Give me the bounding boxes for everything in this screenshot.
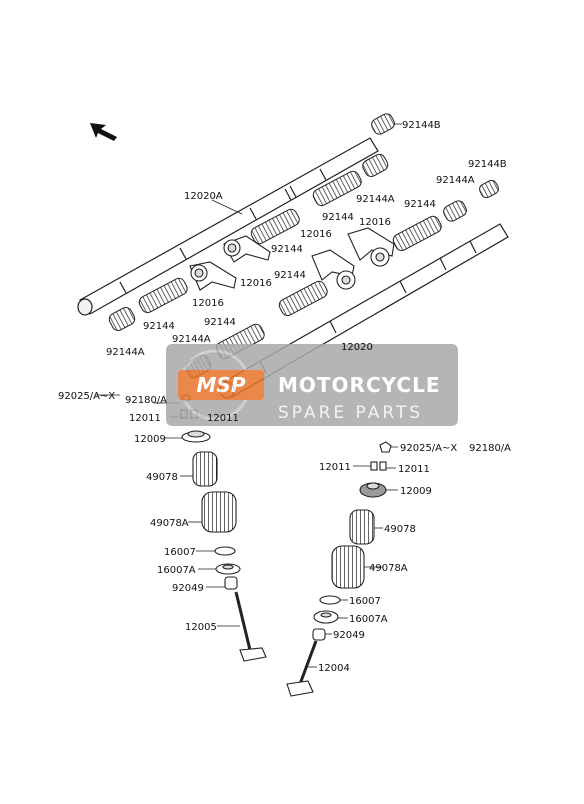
label-92025-left: 92025/A~X bbox=[58, 391, 115, 402]
valve-assembly-right bbox=[286, 441, 392, 697]
valve-12004 bbox=[286, 680, 314, 697]
label-92144b-top: 92144B bbox=[402, 120, 441, 131]
label-12016-d: 12016 bbox=[300, 229, 332, 240]
label-49078-right: 49078 bbox=[384, 524, 416, 535]
label-92144-center: 92144 bbox=[271, 244, 303, 255]
seat-16007-left bbox=[214, 546, 236, 556]
label-92180a-right: 92180/A bbox=[469, 443, 511, 454]
label-92144b-right: 92144B bbox=[468, 159, 507, 170]
label-16007-right: 16007 bbox=[349, 596, 381, 607]
inner-spring-49078-right bbox=[349, 509, 375, 545]
label-12011-left-b: 12011 bbox=[207, 413, 239, 424]
label-92025-right: 92025/A~X bbox=[400, 443, 457, 454]
rocker-arm-12016-a bbox=[223, 235, 271, 263]
watermark-logo-text: MSP bbox=[197, 373, 246, 397]
inner-spring-49078-left bbox=[192, 451, 218, 487]
watermark-subtitle: SPARE PARTS bbox=[278, 403, 423, 423]
label-92049-right: 92049 bbox=[333, 630, 365, 641]
label-49078a-left: 49078A bbox=[150, 518, 189, 529]
spring-92144-upper-right bbox=[392, 215, 442, 252]
spring-92144-upper-center bbox=[312, 170, 362, 207]
label-49078a-right: 49078A bbox=[369, 563, 408, 574]
valve-12005 bbox=[239, 647, 267, 662]
watermark: MSP MOTORCYCLE SPARE PARTS bbox=[166, 344, 458, 426]
camshaft-12020a bbox=[77, 137, 379, 316]
label-92144-left: 92144 bbox=[143, 321, 175, 332]
leader-lines bbox=[96, 123, 402, 668]
spring-92144-left bbox=[138, 277, 188, 314]
label-12011-left-a: 12011 bbox=[129, 413, 161, 424]
rocker-arm-12016-c bbox=[347, 227, 395, 267]
label-92144-upper-right: 92144 bbox=[404, 199, 436, 210]
rocker-arm-12016-d bbox=[311, 249, 356, 290]
rocker-arm-12016-b bbox=[189, 261, 237, 291]
spring-92144b-right bbox=[479, 179, 499, 199]
label-92144a-right: 92144A bbox=[436, 175, 475, 186]
part-labels: 92144B 12020A 92144B 92144A 92144A 92144… bbox=[58, 120, 511, 674]
seal-92049-left bbox=[224, 576, 238, 590]
outer-spring-49078a-left bbox=[201, 491, 237, 533]
keeper-12011-right-b bbox=[379, 461, 387, 471]
label-16007a-left: 16007A bbox=[157, 565, 196, 576]
spring-92144a-mid bbox=[362, 153, 389, 177]
label-16007a-right: 16007A bbox=[349, 614, 388, 625]
label-92144-lower-center: 92144 bbox=[274, 270, 306, 281]
label-92144a-left2: 92144A bbox=[172, 334, 211, 345]
label-12004: 12004 bbox=[318, 663, 350, 674]
seal-92049-right bbox=[312, 628, 326, 641]
spring-92144a-right bbox=[443, 200, 467, 222]
label-12016-a: 12016 bbox=[240, 278, 272, 289]
label-49078-left: 49078 bbox=[146, 472, 178, 483]
seat-16007-right bbox=[319, 595, 341, 605]
label-12005: 12005 bbox=[185, 622, 217, 633]
shim-92025-right bbox=[379, 441, 392, 453]
label-92144-upper-center: 92144 bbox=[322, 212, 354, 223]
label-92144-lower-left: 92144 bbox=[204, 317, 236, 328]
label-12011-right-b: 12011 bbox=[398, 464, 430, 475]
spring-92144b-top bbox=[371, 113, 395, 135]
label-16007-left: 16007 bbox=[164, 547, 196, 558]
label-92144a-mid: 92144A bbox=[356, 194, 395, 205]
label-92180a-left: 92180/A bbox=[125, 395, 167, 406]
label-12020a: 12020A bbox=[184, 191, 223, 202]
label-12009-right: 12009 bbox=[400, 486, 432, 497]
label-12011-right-a: 12011 bbox=[319, 462, 351, 473]
label-12009-left: 12009 bbox=[134, 434, 166, 445]
label-12016-b: 12016 bbox=[192, 298, 224, 309]
label-92144a-left: 92144A bbox=[106, 347, 145, 358]
keeper-12011-right-a bbox=[370, 461, 378, 471]
label-12016-c: 12016 bbox=[359, 217, 391, 228]
watermark-logo-badge bbox=[178, 370, 264, 400]
watermark-title: MOTORCYCLE bbox=[278, 373, 440, 397]
spring-92144a-left bbox=[108, 307, 136, 331]
watermark-panel bbox=[166, 344, 458, 426]
spring-92144-lower-center bbox=[278, 280, 328, 317]
outer-spring-49078a-right bbox=[331, 545, 365, 589]
label-12020: 12020 bbox=[341, 342, 373, 353]
spring-92144-center bbox=[250, 208, 300, 245]
front-direction-arrow-icon bbox=[90, 123, 117, 141]
label-92049-left: 92049 bbox=[172, 583, 204, 594]
